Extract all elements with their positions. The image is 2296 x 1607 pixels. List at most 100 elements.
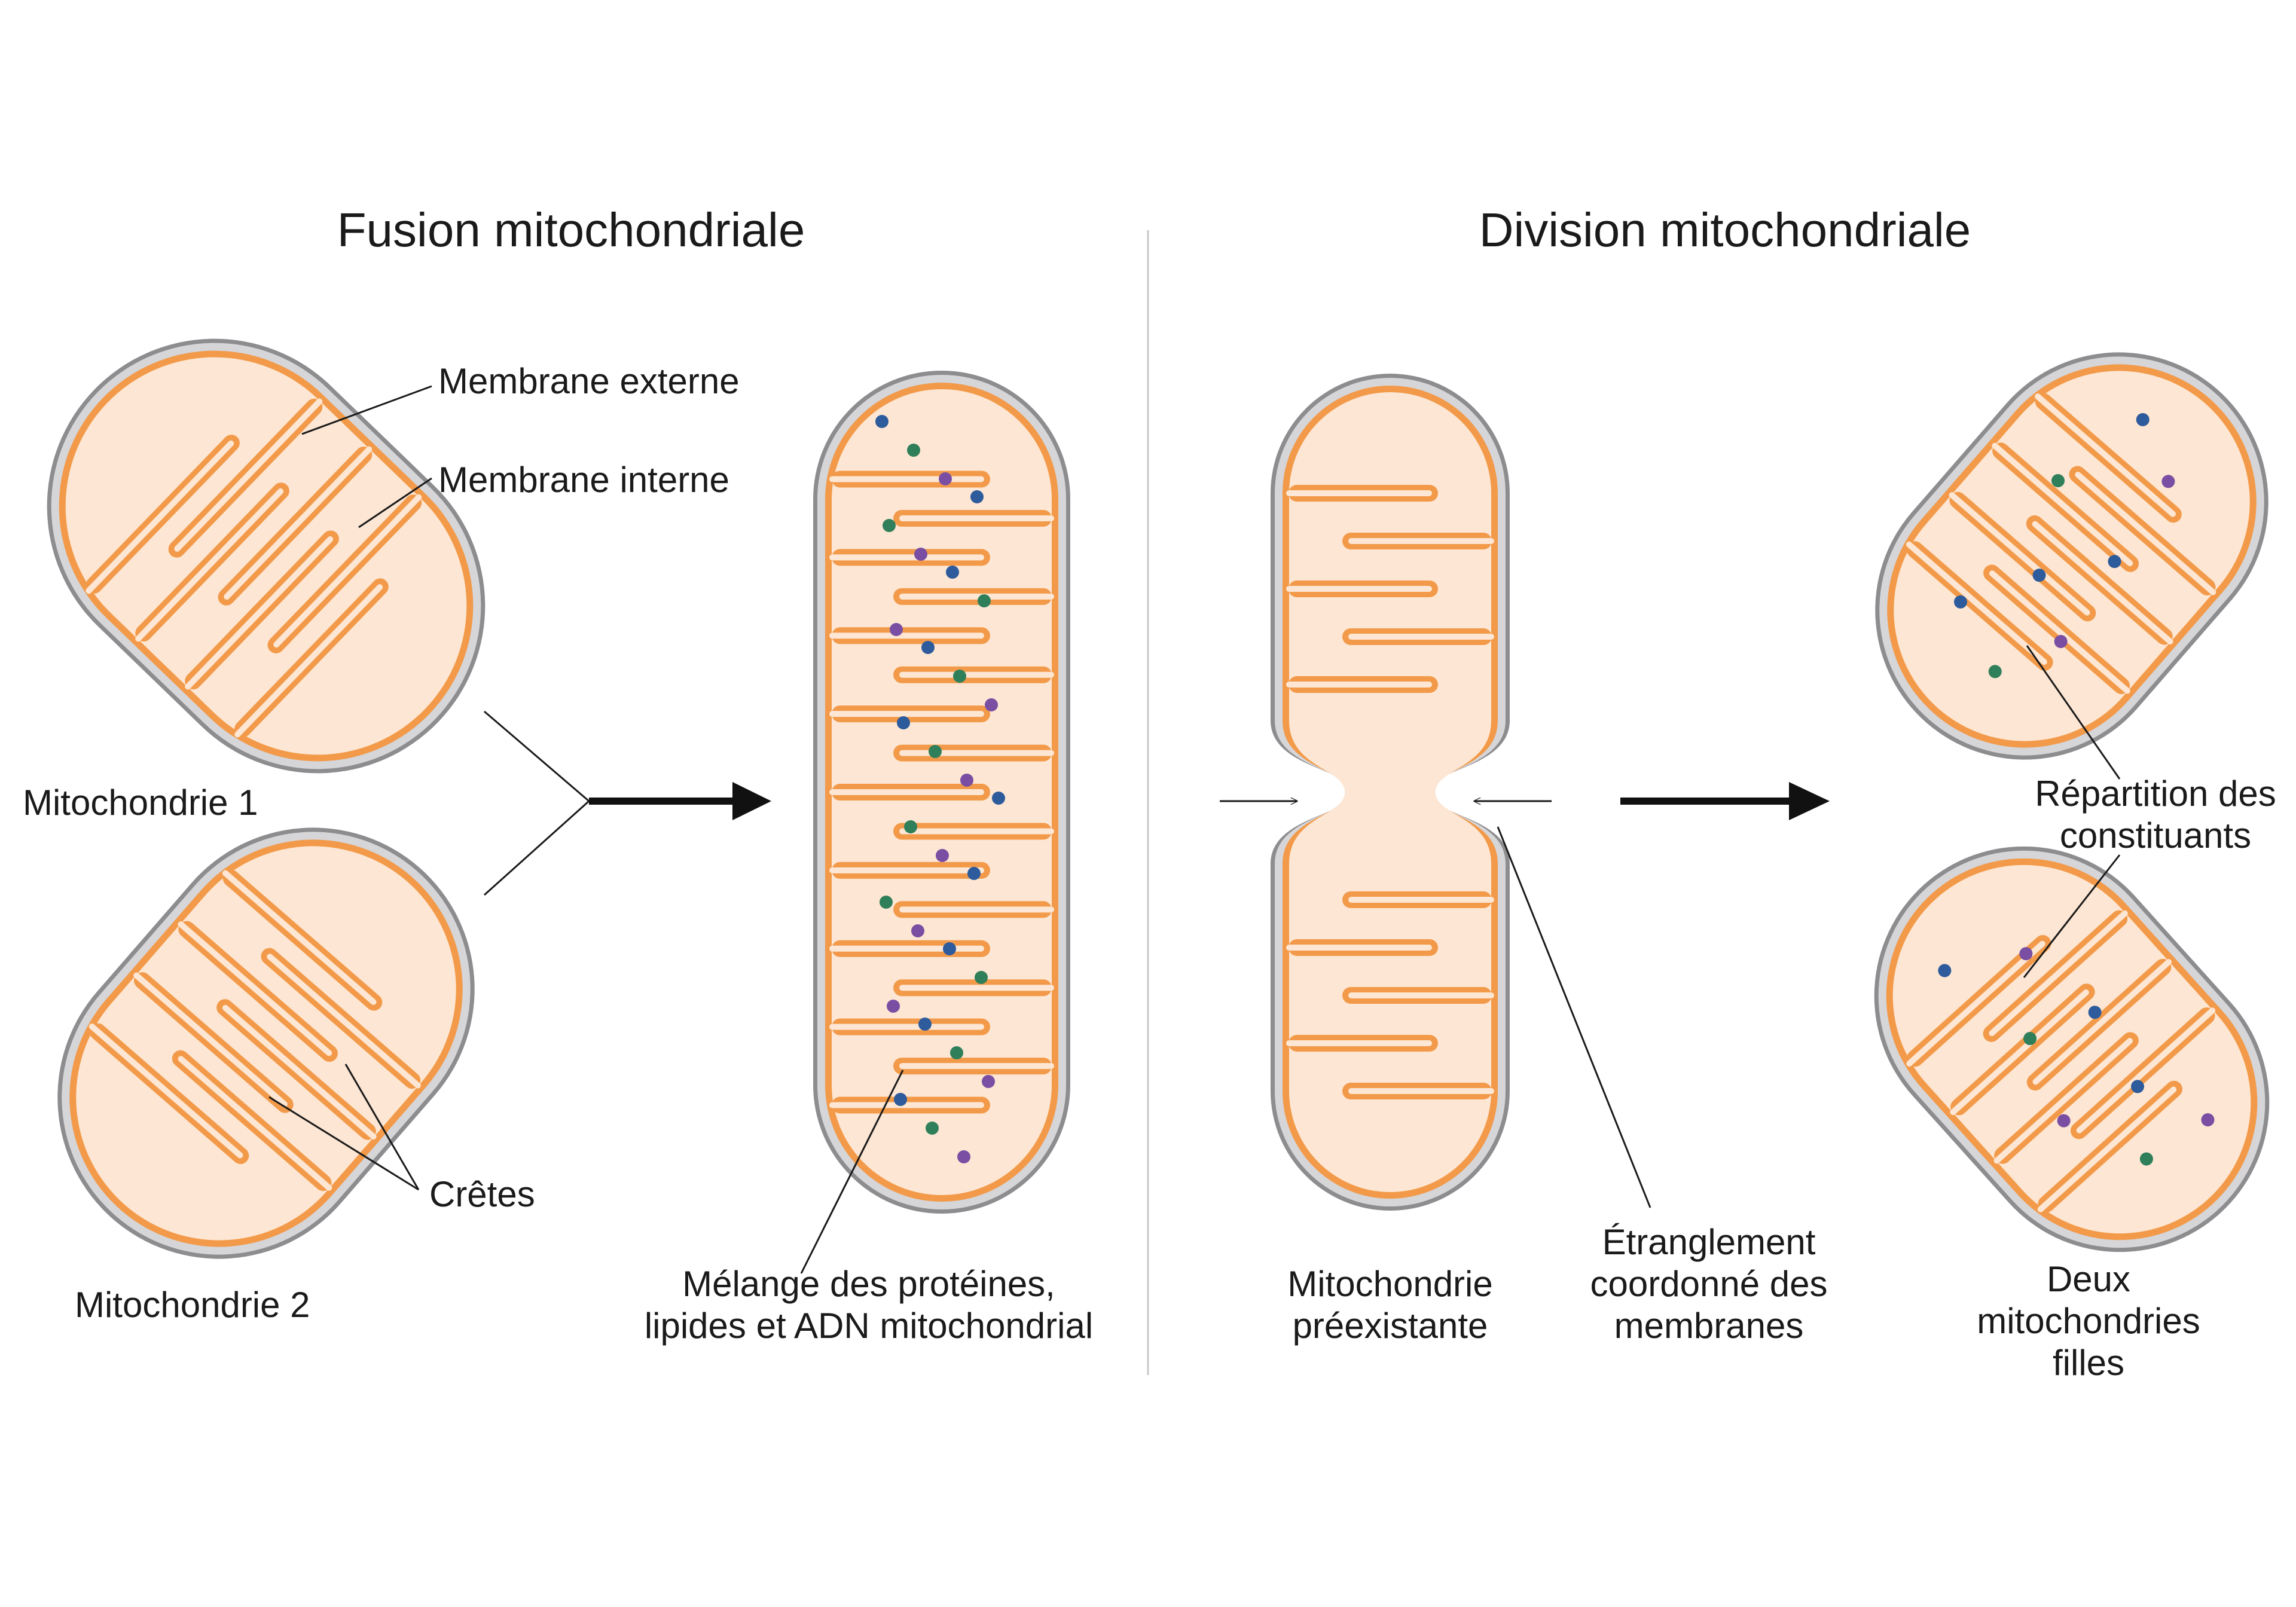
mitochondrie-1 — [47, 338, 486, 774]
leader-cretes-1 — [268, 1096, 419, 1191]
protein-dot — [926, 1122, 939, 1135]
crista-lumen — [1993, 1038, 2133, 1164]
protein-dot — [2019, 947, 2033, 961]
crista-lumen — [2035, 393, 2176, 517]
crista-lumen — [899, 828, 1054, 835]
daughter-mitochondrion-bottom — [1874, 846, 2270, 1252]
protein-dot — [2057, 1114, 2071, 1128]
label-melange-1: Mélange des protéines, — [682, 1264, 1055, 1304]
protein-dot — [918, 1018, 932, 1031]
protein-dot — [2139, 1152, 2153, 1166]
leader-membrane-externe — [301, 385, 432, 435]
label-membrane-interne: Membrane interne — [438, 460, 729, 500]
crista-lumen — [86, 440, 234, 594]
mitochondrie-2 — [57, 827, 475, 1259]
label-preexistante-1: Mitochondrie — [1287, 1264, 1493, 1304]
crista-lumen — [829, 789, 984, 795]
division-title: Division mitochondriale — [1479, 203, 1971, 256]
protein-dot — [904, 820, 917, 833]
crista-lumen — [1950, 989, 2089, 1116]
crista-lumen — [133, 972, 288, 1107]
crista-lumen — [222, 1004, 377, 1140]
fused-mitochondrion — [813, 371, 1070, 1214]
merge-line-top — [484, 710, 590, 802]
label-repartition-1: Répartition des — [2035, 774, 2276, 814]
protein-dot — [2032, 569, 2046, 582]
label-filles-3: filles — [2053, 1343, 2124, 1383]
crista-lumen — [1286, 490, 1432, 496]
protein-dot — [1988, 665, 2002, 679]
protein-dot — [946, 566, 959, 579]
crista-lumen — [1906, 940, 2045, 1067]
protein-dot — [1953, 595, 1967, 609]
leader-melange — [800, 1070, 904, 1274]
crista-lumen — [829, 554, 984, 561]
protein-dot — [887, 1000, 900, 1013]
crista-lumen — [185, 536, 334, 690]
protein-dot — [975, 971, 988, 984]
crista-lumen — [2075, 472, 2216, 595]
crista-lumen — [224, 446, 373, 600]
protein-dot — [2088, 1006, 2102, 1019]
crista-lumen — [1989, 570, 2130, 694]
crista-lumen — [1286, 945, 1432, 951]
label-filles-2: mitochondries — [1977, 1301, 2200, 1341]
leader-repartition-2 — [2023, 854, 2121, 978]
matrix — [1289, 392, 1491, 1192]
label-repartition-2: constituants — [2060, 815, 2251, 856]
label-filles-1: Deux — [2047, 1259, 2130, 1299]
protein-dot — [953, 670, 966, 683]
protein-dot — [978, 594, 991, 607]
label-etranglement-2: coordonné des — [1590, 1264, 1828, 1304]
protein-dot — [894, 1093, 907, 1106]
crista-lumen — [178, 1056, 332, 1191]
label-etranglement-1: Étranglement — [1602, 1222, 1816, 1262]
protein-dot — [957, 1150, 970, 1163]
crista-lumen — [222, 870, 377, 1005]
crista-lumen — [899, 985, 1054, 991]
crista-lumen — [899, 750, 1054, 756]
crista-lumen — [2076, 1007, 2216, 1134]
crista-lumen — [1286, 1040, 1432, 1046]
protein-dot — [897, 716, 910, 729]
protein-dot — [875, 415, 889, 428]
protein-dot — [2136, 413, 2150, 426]
protein-dot — [907, 444, 920, 457]
protein-dot — [943, 942, 956, 955]
crista-lumen — [1949, 492, 2090, 616]
crista-lumen — [829, 633, 984, 639]
label-cretes: Crêtes — [429, 1174, 535, 1214]
crista-lumen — [899, 1063, 1054, 1070]
crista-lumen — [829, 1024, 984, 1030]
crista-lumen — [899, 906, 1054, 913]
crista-lumen — [2037, 1086, 2177, 1212]
preexisting-mitochondrion — [1271, 374, 1510, 1211]
crista-lumen — [899, 593, 1054, 600]
protein-dot — [967, 867, 981, 880]
fusion-title: Fusion mitochondriale — [337, 203, 805, 256]
protein-dot — [890, 623, 903, 636]
crista-lumen — [1992, 442, 2133, 567]
protein-dot — [2051, 474, 2065, 488]
protein-dot — [2201, 1113, 2215, 1127]
crista-lumen — [1348, 1088, 1494, 1094]
label-etranglement-3: membranes — [1614, 1306, 1804, 1346]
fusion-arrowhead — [732, 782, 771, 820]
protein-dot — [2131, 1080, 2145, 1093]
protein-dot — [921, 641, 935, 654]
leader-etranglement — [1497, 826, 1651, 1208]
crista-lumen — [273, 494, 422, 648]
leader-repartition-1 — [2026, 645, 2121, 780]
protein-dot — [2054, 635, 2068, 649]
crista-lumen — [1348, 538, 1494, 544]
crista-lumen — [1286, 682, 1432, 688]
protein-dot — [929, 745, 942, 758]
crista-lumen — [899, 515, 1054, 521]
protein-dot — [936, 849, 949, 862]
crista-lumen — [88, 1024, 243, 1159]
crista-lumen — [829, 945, 984, 952]
protein-dot — [992, 792, 1005, 805]
crista-lumen — [829, 711, 984, 717]
crista-lumen — [234, 584, 383, 738]
